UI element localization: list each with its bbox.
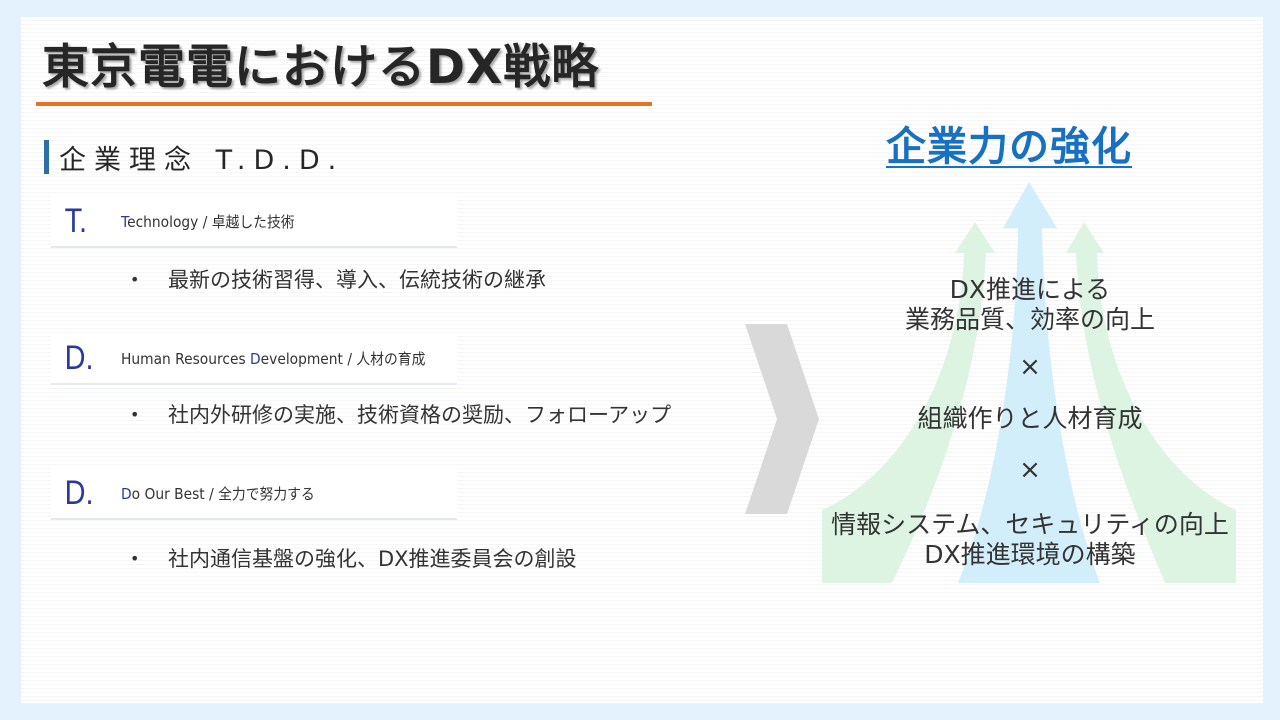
right-panel-title: 企業力の強化 xyxy=(886,124,1132,170)
double-chevron-icon xyxy=(745,324,819,514)
benefit-item-1: DX推進による 業務品質、効率の向上 xyxy=(820,275,1240,335)
benefit-item-2: 組織作りと人材育成 xyxy=(917,404,1143,433)
principle-label: Human Resources Development / 人材の育成 xyxy=(121,349,426,368)
bullet-text: 社内通信基盤の強化、DX推進委員会の創設 xyxy=(168,547,577,571)
benefit-item-1-line2: 業務品質、効率の向上 xyxy=(904,305,1155,334)
bullet-text: 社内外研修の実施、技術資格の奨励、フォローアップ xyxy=(168,403,672,427)
section-heading-text: 企業理念 T.D.D. xyxy=(59,144,345,176)
bullet-icon: • xyxy=(130,404,140,424)
bullet-icon: • xyxy=(130,548,140,568)
principle-letter: T. xyxy=(64,201,88,240)
principle-bullet-hrd: • 社内外研修の実施、技術資格の奨励、フォローアップ xyxy=(130,399,671,429)
principle-letter: D. xyxy=(64,338,94,377)
bullet-text: 最新の技術習得、導入、伝統技術の継承 xyxy=(168,268,546,292)
benefit-item-3-line1: 情報システム、セキュリティの向上 xyxy=(831,510,1229,539)
benefit-item-1-line1: DX推進による xyxy=(949,275,1111,304)
benefit-item-3: 情報システム、セキュリティの向上 DX推進環境の構築 xyxy=(820,510,1240,570)
principle-letter: D. xyxy=(64,473,94,512)
times-icon: × xyxy=(1019,352,1041,382)
title-underline xyxy=(36,102,652,106)
benefit-item-3-line2: DX推進環境の構築 xyxy=(924,540,1136,569)
section-heading: 企業理念 T.D.D. xyxy=(44,137,344,177)
bullet-icon: • xyxy=(130,269,140,289)
principle-card-hrd: D. Human Resources Development / 人材の育成 xyxy=(51,333,457,385)
principle-bullet-technology: • 最新の技術習得、導入、伝統技術の継承 xyxy=(130,264,546,294)
accent-bar xyxy=(44,140,49,174)
principle-label: Technology / 卓越した技術 xyxy=(121,212,295,231)
principle-card-do-our-best: D. Do Our Best / 全力で努力する xyxy=(51,468,457,520)
page-title: 東京電電におけるDX戦略 xyxy=(42,40,600,95)
principle-bullet-do-our-best: • 社内通信基盤の強化、DX推進委員会の創設 xyxy=(130,543,577,573)
principle-label: Do Our Best / 全力で努力する xyxy=(121,484,315,503)
upward-arrows-graphic xyxy=(822,182,1236,583)
times-icon: × xyxy=(1019,455,1041,485)
principle-card-technology: T. Technology / 卓越した技術 xyxy=(51,196,457,248)
